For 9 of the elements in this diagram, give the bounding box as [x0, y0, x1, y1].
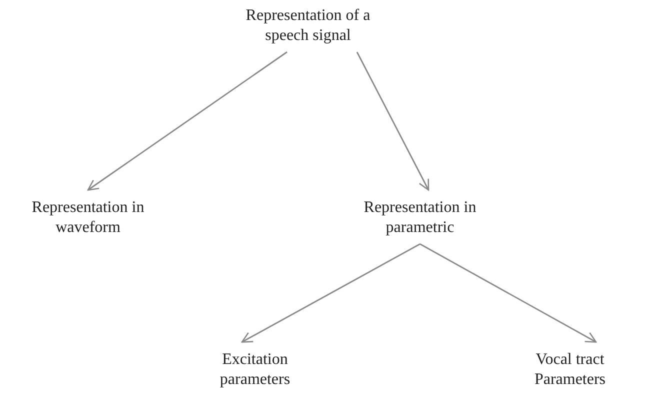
node-label: Representation in waveform — [30, 198, 146, 238]
arrow — [356, 52, 430, 191]
node-label: Excitation parameters — [218, 350, 292, 390]
node-label: Vocal tract Parameters — [533, 350, 607, 390]
node-label: Representation of a speech signal — [244, 6, 372, 46]
arrow — [420, 243, 597, 343]
node-label: Representation in parametric — [362, 198, 478, 238]
arrow — [241, 243, 420, 343]
arrow — [87, 51, 288, 191]
